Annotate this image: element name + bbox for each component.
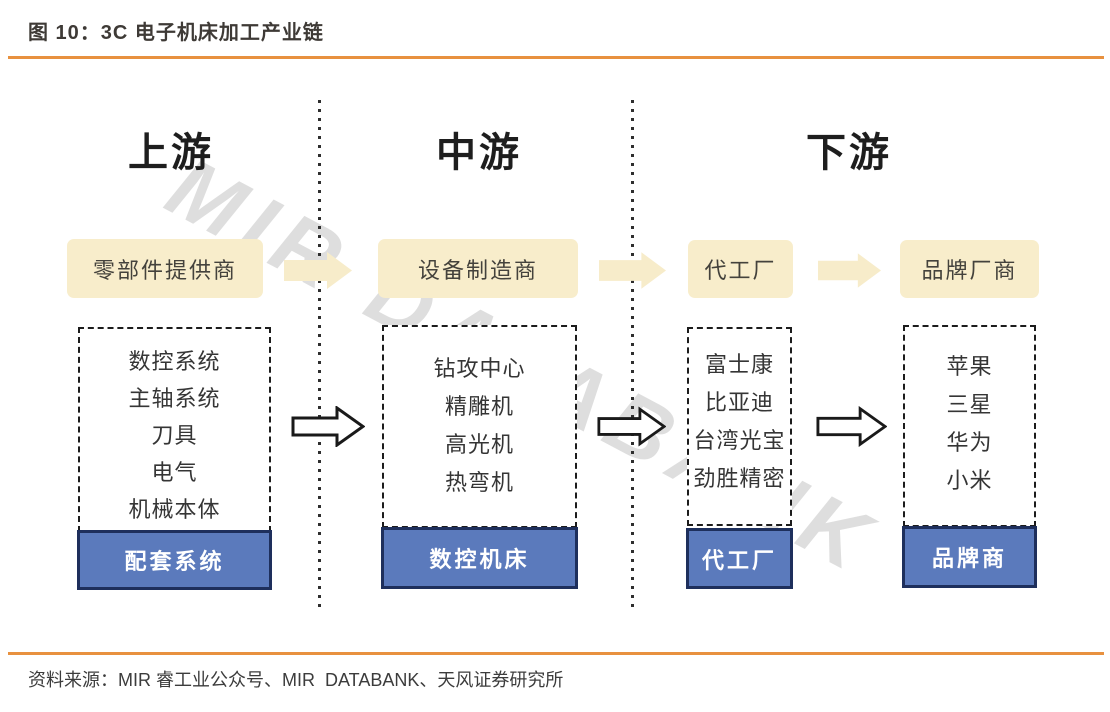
list-item: 精雕机: [444, 394, 514, 419]
list-item: 比亚迪: [704, 390, 774, 415]
list-box-oem-companies: 富士康 比亚迪 台湾光宝 劲胜精密: [687, 327, 792, 526]
flow-arrow-yellow-2-icon: [599, 252, 666, 289]
list-item: 劲胜精密: [693, 466, 786, 491]
flow-arrow-white-1-icon: [291, 406, 365, 447]
list-item: 机械本体: [128, 497, 221, 522]
list-item: 电气: [151, 460, 198, 485]
source-divider-line: [8, 652, 1104, 655]
list-item: 三星: [946, 392, 993, 417]
role-box-equipment-maker: 设备制造商: [378, 239, 578, 298]
role-box-parts-supplier: 零部件提供商: [67, 239, 263, 298]
list-item: 苹果: [946, 354, 993, 379]
list-box-brands: 苹果 三星 华为 小米: [903, 325, 1036, 527]
list-box-machines: 钻攻中心 精雕机 高光机 热弯机: [382, 325, 577, 528]
list-item: 高光机: [444, 432, 514, 457]
list-item: 小米: [946, 468, 993, 493]
section-header-upstream: 上游: [128, 131, 214, 175]
role-box-brand-vendor: 品牌厂商: [900, 240, 1039, 298]
figure-title: 图 10：3C 电子机床加工产业链: [28, 22, 324, 44]
title-divider-line: [8, 56, 1104, 59]
section-header-downstream: 下游: [806, 131, 892, 175]
list-item: 华为: [946, 430, 993, 455]
section-header-midstream: 中游: [436, 131, 522, 175]
category-box-oem: 代工厂: [686, 528, 793, 589]
flow-arrow-white-3-icon: [816, 406, 887, 447]
section-divider-upstream-midstream: [318, 100, 321, 612]
flow-arrow-white-2-icon: [597, 406, 666, 447]
role-box-oem-factory: 代工厂: [688, 240, 793, 298]
list-item: 主轴系统: [128, 386, 221, 411]
list-item: 刀具: [151, 423, 198, 448]
flow-arrow-yellow-3-icon: [818, 253, 881, 288]
category-box-brand: 品牌商: [902, 526, 1037, 588]
list-item: 钻攻中心: [433, 356, 526, 381]
list-item: 热弯机: [444, 470, 514, 495]
source-note: 资料来源：MIR 睿工业公众号、MIR DATABANK、天风证券研究所: [28, 670, 564, 690]
list-item: 数控系统: [128, 349, 221, 374]
category-box-cnc-machine: 数控机床: [381, 527, 578, 589]
list-item: 富士康: [704, 352, 774, 377]
list-box-components: 数控系统 主轴系统 刀具 电气 机械本体: [78, 327, 271, 532]
category-box-support-systems: 配套系统: [77, 530, 272, 590]
list-item: 台湾光宝: [693, 428, 786, 453]
flow-arrow-yellow-1-icon: [284, 252, 352, 289]
section-divider-midstream-downstream: [631, 100, 634, 612]
